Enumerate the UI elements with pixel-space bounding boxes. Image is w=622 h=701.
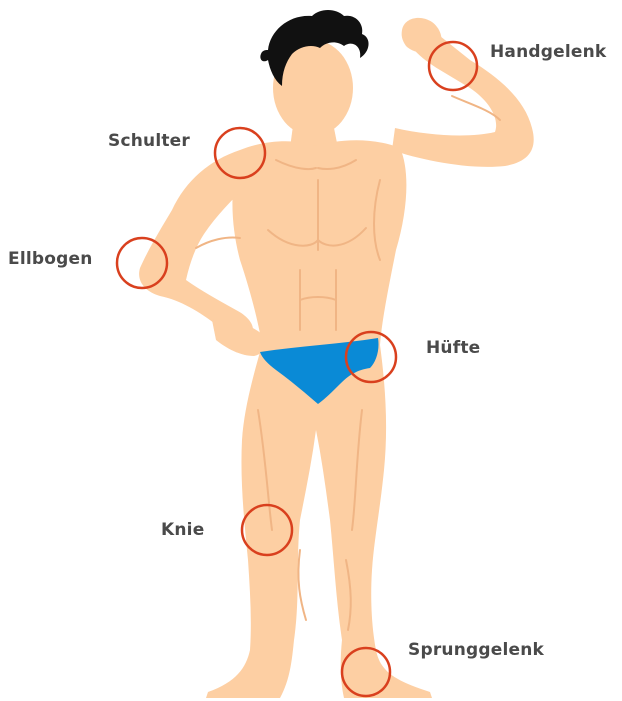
elbow-label: Ellbogen	[8, 249, 93, 269]
hip-label: Hüfte	[426, 338, 480, 358]
knee-label: Knie	[161, 520, 204, 540]
shoulder-label: Schulter	[108, 131, 190, 151]
wrist-label: Handgelenk	[490, 42, 606, 62]
ankle-label: Sprunggelenk	[408, 640, 544, 660]
